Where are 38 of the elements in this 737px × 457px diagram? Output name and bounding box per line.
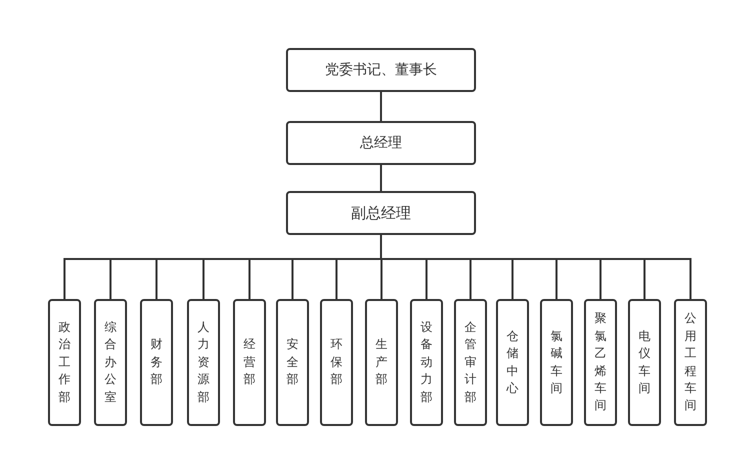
org-box xyxy=(48,299,81,426)
org-label: 仓储中心 xyxy=(506,328,518,397)
org-label: 聚氯乙烯车间 xyxy=(594,310,606,414)
org-label: 总经理 xyxy=(360,134,402,152)
org-box xyxy=(496,299,529,426)
org-label: 设备动力部 xyxy=(420,319,432,406)
org-box xyxy=(286,121,476,165)
org-box xyxy=(233,299,266,426)
org-label: 氯碱车间 xyxy=(550,328,562,397)
org-label: 公用工程车间 xyxy=(684,310,696,414)
org-box xyxy=(187,299,220,426)
org-box xyxy=(365,299,398,426)
org-label: 综合办公室 xyxy=(104,319,116,406)
org-label: 财务部 xyxy=(150,336,162,388)
org-box xyxy=(94,299,127,426)
org-label: 政治工作部 xyxy=(58,319,70,406)
org-box xyxy=(628,299,661,426)
org-label: 电仪车间 xyxy=(638,328,650,397)
org-box xyxy=(540,299,573,426)
org-box xyxy=(286,191,476,235)
connector-line xyxy=(380,165,382,191)
org-box xyxy=(140,299,173,426)
org-label: 企管审计部 xyxy=(464,319,476,406)
org-label: 人力资源部 xyxy=(198,319,210,406)
org-label: 经营部 xyxy=(244,336,256,388)
org-box xyxy=(320,299,353,426)
org-label: 生产部 xyxy=(376,336,388,388)
org-box xyxy=(584,299,617,426)
org-box xyxy=(286,48,476,92)
org-box xyxy=(276,299,309,426)
connector-line xyxy=(380,92,382,121)
org-label: 环保部 xyxy=(330,336,342,388)
org-label: 党委书记、董事长 xyxy=(325,61,437,79)
org-box xyxy=(674,299,707,426)
org-box xyxy=(454,299,487,426)
org-label: 副总经理 xyxy=(351,204,411,222)
org-label: 安全部 xyxy=(286,336,298,388)
org-box xyxy=(410,299,443,426)
